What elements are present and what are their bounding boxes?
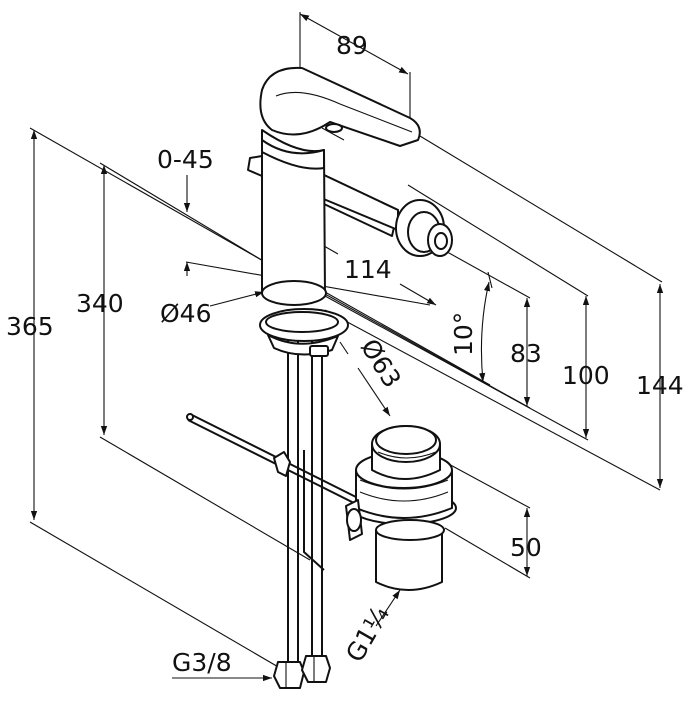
label-diameter-63: Ø63 — [355, 334, 407, 393]
supply-hoses — [287, 318, 325, 662]
dim-89-line — [299, 13, 409, 75]
lever-handle — [259, 66, 421, 147]
dim-46-line — [209, 291, 265, 307]
dimension-lines — [30, 13, 664, 682]
label-diameter-46: Ø46 — [160, 299, 212, 328]
label-g1-1-4: G1¼ — [340, 601, 395, 667]
label-0-45: 0-45 — [157, 145, 214, 174]
label-114: 114 — [344, 255, 392, 284]
label-g3-8: G3/8 — [172, 648, 232, 677]
waste-valve — [345, 425, 457, 591]
dim-10-deg-arc — [479, 281, 491, 383]
mounting-set — [259, 308, 349, 357]
dim-63-line — [357, 367, 391, 417]
label-365: 365 — [6, 312, 54, 341]
label-89: 89 — [336, 31, 368, 60]
extension-lines — [29, 12, 663, 669]
label-100: 100 — [562, 361, 610, 390]
label-50: 50 — [510, 533, 542, 562]
pop-up-rod — [186, 413, 359, 505]
mixer-body — [247, 129, 327, 306]
bidet-mixer — [186, 66, 457, 689]
label-144: 144 — [636, 371, 684, 400]
dim-g114-leader — [375, 589, 401, 627]
label-83: 83 — [510, 339, 542, 368]
label-10-deg: 10° — [449, 312, 478, 356]
hose-connectors — [273, 655, 331, 689]
label-340: 340 — [76, 289, 124, 318]
